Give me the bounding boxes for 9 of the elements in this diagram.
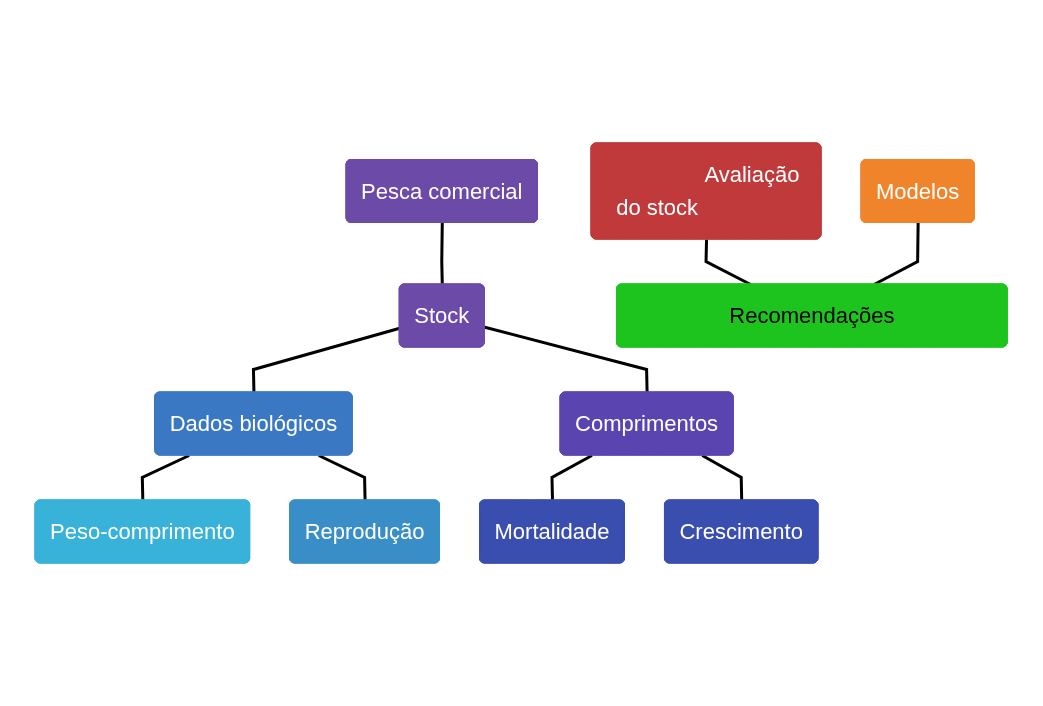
connector	[318, 454, 367, 501]
connector	[704, 239, 752, 286]
connector	[484, 325, 649, 393]
connector	[440, 222, 445, 285]
connector	[873, 222, 921, 286]
connector	[252, 326, 401, 393]
connector	[701, 454, 744, 501]
connector	[141, 454, 191, 501]
connector	[550, 454, 594, 501]
